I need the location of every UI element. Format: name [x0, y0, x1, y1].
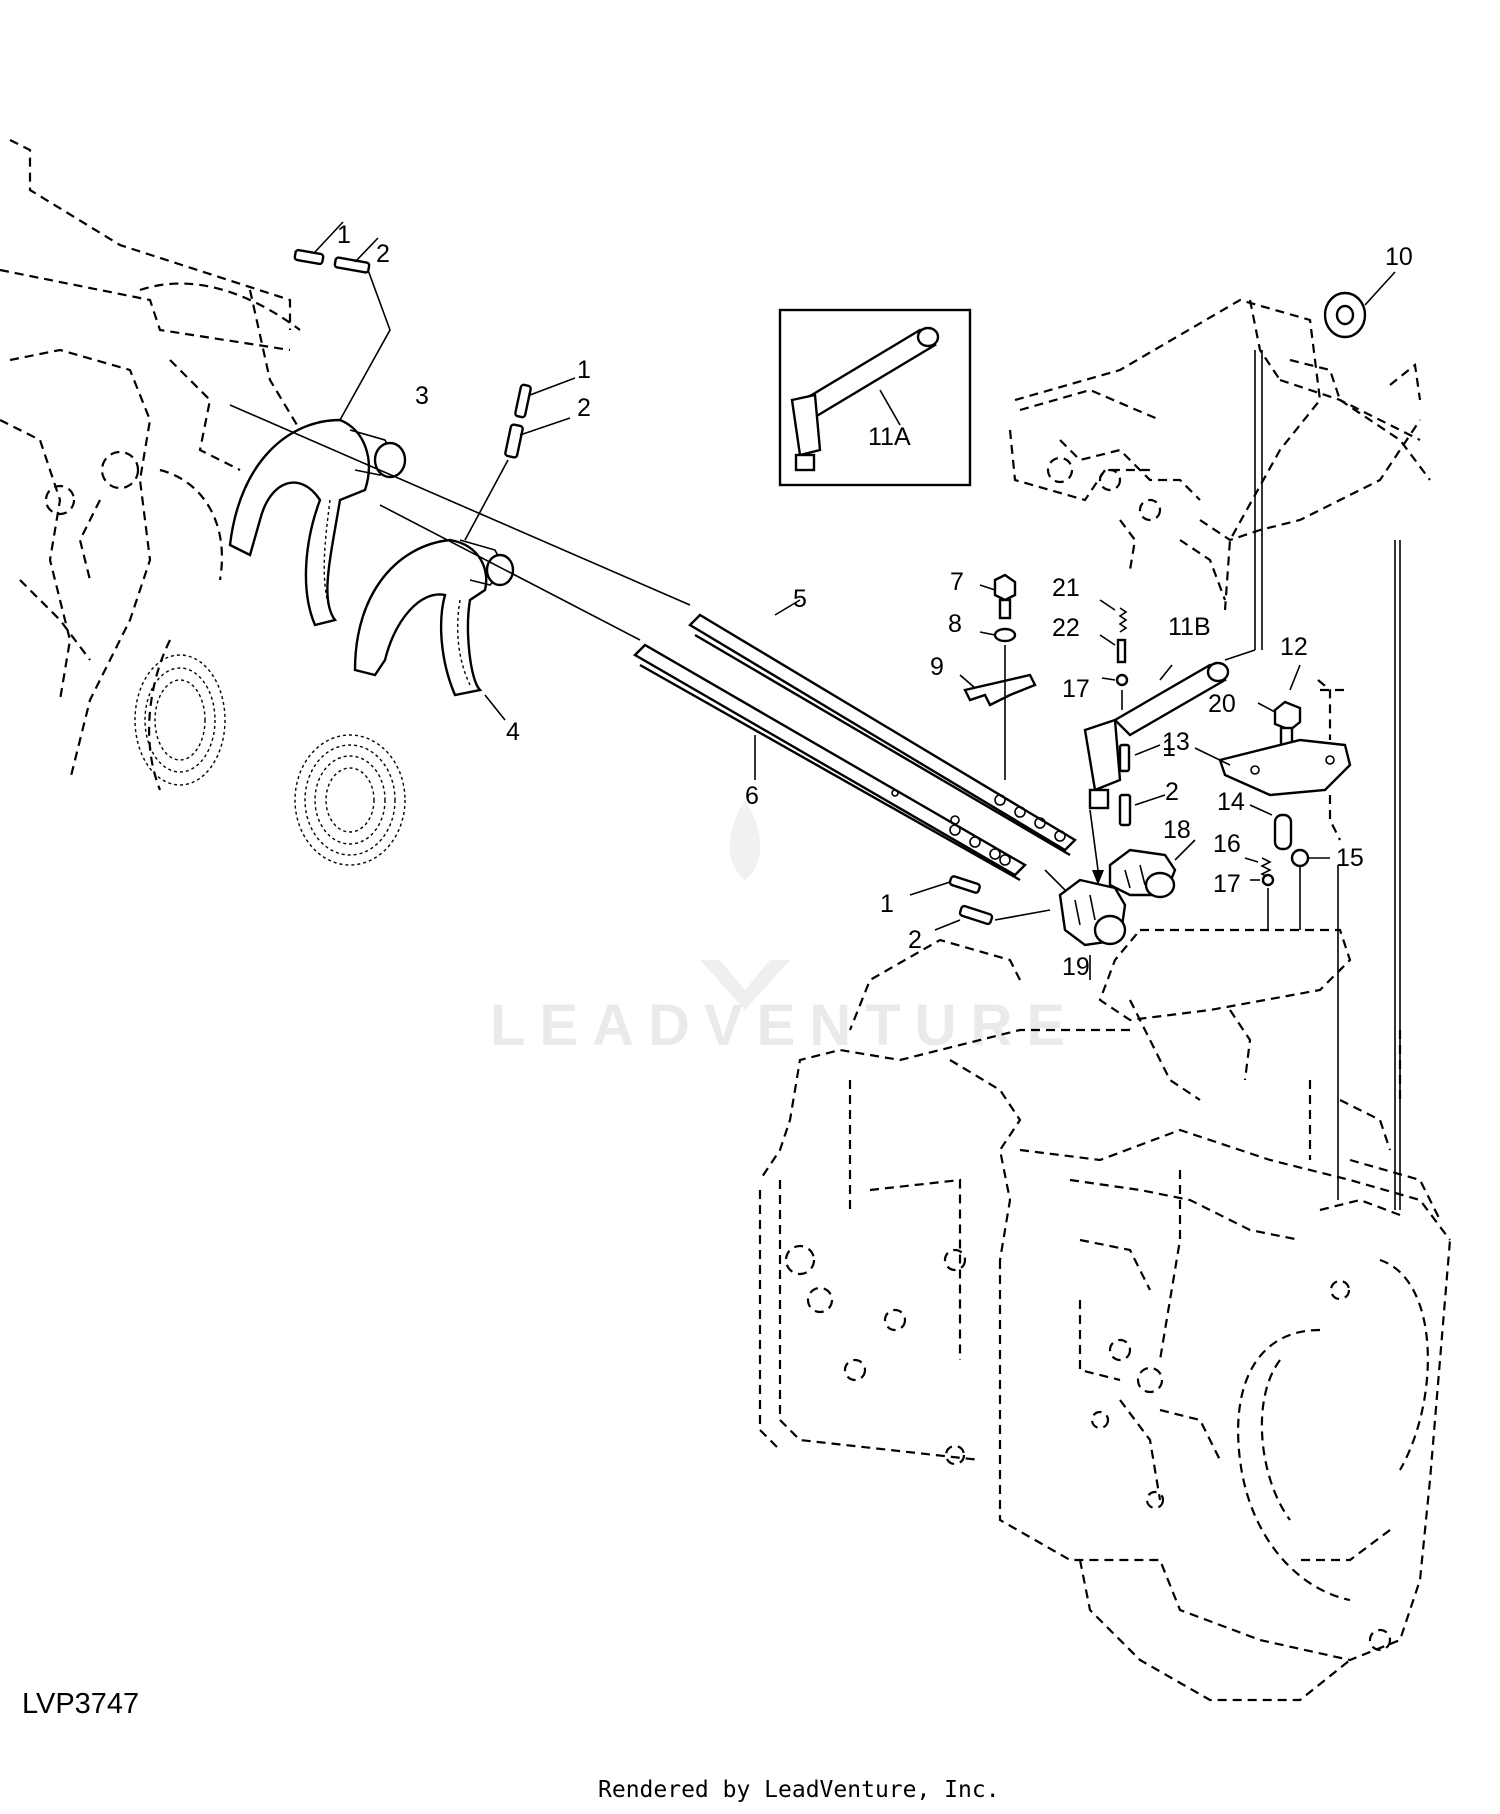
footer-credit: Rendered by LeadVenture, Inc. [598, 1777, 1000, 1803]
callout-2: 2 [376, 240, 390, 268]
plunger-14 [1249, 795, 1341, 851]
callout-18: 18 [1163, 816, 1191, 844]
pin-top-left [293, 221, 391, 421]
gear-hatched [294, 734, 406, 866]
shift-lever-11b [1083, 661, 1230, 810]
callout-17: 17 [1213, 870, 1241, 898]
top-right-housing [1008, 298, 1431, 611]
pin-set-lower [909, 875, 1051, 931]
ball-15 [1290, 848, 1330, 930]
pin-22 [1099, 634, 1127, 664]
shift-block-18 [1108, 839, 1196, 899]
callout-10: 10 [1385, 243, 1413, 271]
watermark: LEADVENTURE [490, 800, 1079, 1058]
lower-housing [758, 928, 1452, 1702]
callout-17: 17 [1062, 675, 1090, 703]
vertical-rod [1224, 350, 1263, 661]
callout-22: 22 [1052, 614, 1080, 642]
shift-fork-3 [228, 418, 407, 627]
callout-2: 2 [577, 394, 591, 422]
callout-4: 4 [506, 718, 520, 746]
watermark-text: LEADVENTURE [490, 993, 1079, 1058]
callout-14: 14 [1217, 788, 1245, 816]
cover-plate-13 [1194, 679, 1352, 797]
callout-19: 19 [1062, 953, 1090, 981]
shift-fork-4 [353, 538, 515, 721]
callout-7: 7 [950, 568, 964, 596]
callout-16: 16 [1213, 830, 1241, 858]
left-housing [0, 139, 301, 791]
callout-9: 9 [930, 653, 944, 681]
callout-15: 15 [1336, 844, 1364, 872]
callout-1: 1 [577, 356, 591, 384]
callout-1: 1 [880, 890, 894, 918]
seal-10 [1323, 271, 1396, 339]
bolt-7 [979, 573, 1017, 620]
callout-21: 21 [1052, 574, 1080, 602]
callout-12: 12 [1280, 633, 1308, 661]
spring-21 [1099, 599, 1128, 633]
shaft-guide-lines [229, 404, 691, 641]
callout-3: 3 [415, 382, 429, 410]
leader-5 [774, 599, 801, 616]
callout-11a: 11A [868, 423, 911, 451]
callout-2: 2 [908, 926, 922, 954]
callout-5: 5 [793, 585, 807, 613]
callout-1: 1 [1162, 734, 1176, 762]
ball-17-lower [1250, 873, 1275, 930]
callout-13: 13 [1162, 728, 1190, 756]
bolt-12-20 [1257, 664, 1302, 754]
assembly-arrow [1089, 809, 1104, 885]
pin-set-middle [1118, 743, 1166, 827]
washer-8 [979, 627, 1017, 643]
inset-box-11a [778, 308, 972, 487]
callout-11b: 11B [1168, 613, 1211, 641]
callout-labels: 1 2 3 1 2 4 5 6 7 8 9 10 11A 11B 12 13 1… [337, 221, 1413, 981]
callout-2: 2 [1165, 778, 1179, 806]
callout-20: 20 [1208, 690, 1236, 718]
ball-17-upper [1101, 673, 1129, 710]
callout-6: 6 [745, 782, 759, 810]
callout-1: 1 [337, 221, 351, 249]
plate-9 [959, 645, 1037, 780]
vertical-rod-lower [1337, 540, 1401, 1210]
shift-rail-5 [688, 613, 1077, 857]
pin-above-fork [464, 377, 576, 541]
reference-code: LVP3747 [22, 1688, 139, 1720]
callout-8: 8 [948, 610, 962, 638]
shift-block-19 [1058, 878, 1127, 980]
shift-rail-6 [633, 643, 1096, 921]
